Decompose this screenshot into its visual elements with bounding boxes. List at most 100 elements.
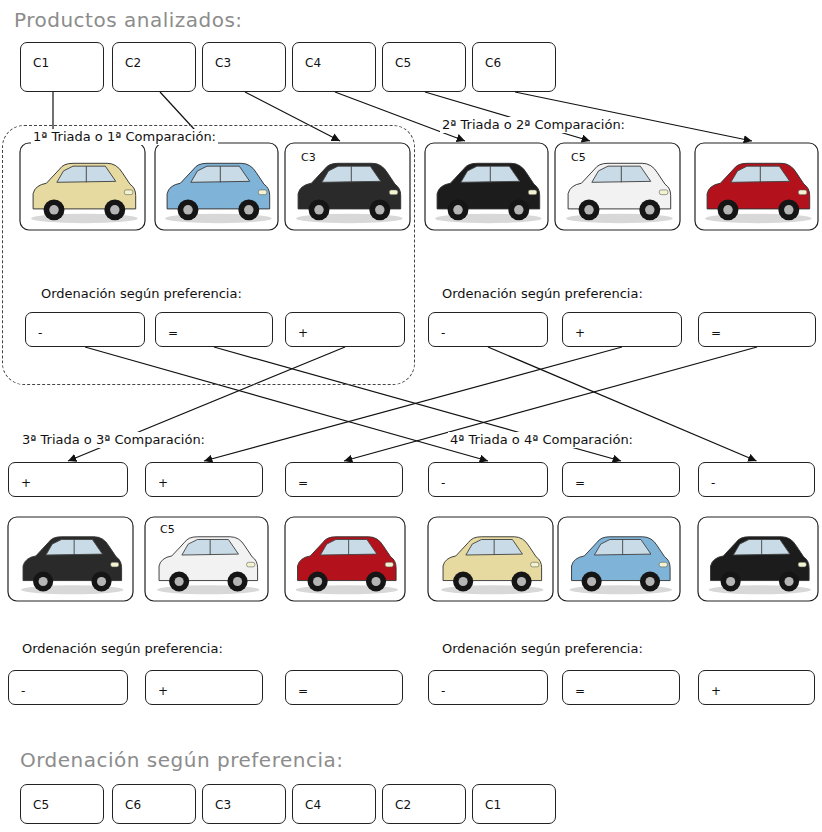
car-illustration	[31, 163, 137, 223]
photo-frame	[285, 517, 405, 601]
ordering-caption: Ordenación según preferencia:	[440, 641, 645, 657]
preference-box: -	[428, 312, 548, 347]
box-label: C1	[485, 798, 501, 812]
product-box: C6	[472, 42, 556, 92]
page-title: Productos analizados:	[12, 8, 245, 32]
preference-box: -	[8, 670, 128, 705]
car-illustration	[296, 537, 398, 594]
preference-box: +	[285, 312, 405, 347]
preference-box: -	[698, 462, 815, 497]
box-label: C1	[33, 56, 49, 70]
box-label: -	[38, 326, 42, 340]
ordering-caption: Ordenación según preferencia:	[440, 286, 645, 302]
car-illustration	[435, 163, 541, 223]
ranking-box: C2	[382, 784, 466, 824]
photo-frame	[285, 143, 410, 230]
photo-tag: C3	[299, 151, 318, 164]
preference-box: -	[25, 312, 145, 347]
box-label: =	[575, 476, 585, 490]
box-label: C6	[485, 56, 501, 70]
ranking-box: C1	[472, 784, 556, 824]
preference-box: =	[155, 312, 273, 347]
box-label: C3	[215, 56, 231, 70]
preference-box: =	[698, 312, 816, 347]
preference-box: -	[428, 462, 548, 497]
photo-frame	[695, 143, 818, 230]
triad-heading: 4ª Triada o 4ª Comparación:	[448, 432, 635, 448]
box-label: +	[158, 476, 168, 490]
ranking-box: C4	[292, 784, 376, 824]
photo-frame	[425, 143, 548, 230]
box-label: C4	[305, 798, 321, 812]
box-label: =	[575, 684, 585, 698]
section-heading: Ordenación según preferencia:	[18, 748, 345, 772]
car-illustration	[296, 163, 402, 223]
box-label: C4	[305, 56, 321, 70]
photo-tag: C5	[569, 151, 588, 164]
photo-frame	[428, 517, 553, 601]
car-illustration	[705, 163, 811, 223]
car-photos-row2	[8, 517, 818, 601]
car-illustration	[441, 537, 543, 594]
product-box: C1	[20, 42, 104, 92]
box-label: -	[711, 476, 715, 490]
preference-box: +	[145, 462, 263, 497]
box-label: =	[298, 684, 308, 698]
ordering-caption: Ordenación según preferencia:	[39, 286, 244, 302]
box-label: +	[711, 684, 721, 698]
triad-heading: 3ª Triada o 3ª Comparación:	[20, 432, 207, 448]
photo-frame	[20, 143, 145, 230]
preference-box: +	[698, 670, 815, 705]
box-label: =	[711, 326, 721, 340]
ranking-box: C3	[202, 784, 286, 824]
box-label: C2	[395, 798, 411, 812]
box-label: +	[298, 326, 308, 340]
box-label: -	[21, 684, 25, 698]
box-label: C6	[125, 798, 141, 812]
product-box: C3	[202, 42, 286, 92]
preference-box: =	[285, 670, 403, 705]
product-box: C4	[292, 42, 376, 92]
photo-frame	[8, 517, 133, 601]
product-box: C5	[382, 42, 466, 92]
box-label: C5	[33, 798, 49, 812]
preference-box: -	[428, 670, 548, 705]
car-photos-row1	[20, 143, 818, 230]
preference-box: =	[285, 462, 403, 497]
car-illustration	[570, 537, 672, 594]
photo-frame	[698, 517, 818, 601]
preference-box: +	[145, 670, 263, 705]
box-label: =	[298, 476, 308, 490]
car-illustration	[21, 537, 123, 594]
product-box: C2	[112, 42, 196, 92]
preference-arrow	[344, 347, 757, 461]
car-illustration	[709, 537, 811, 594]
triad-heading: 1ª Triada o 1ª Comparación:	[31, 129, 218, 145]
car-illustration	[165, 163, 271, 223]
box-label: -	[441, 684, 445, 698]
photo-frame	[145, 517, 268, 601]
box-label: +	[575, 326, 585, 340]
box-label: =	[168, 326, 178, 340]
triad-heading: 2ª Triada o 2ª Comparación:	[440, 117, 627, 133]
car-illustration	[566, 163, 672, 223]
preference-box: =	[562, 670, 680, 705]
triad-region: 1ª Triada o 1ª Comparación: Ordenación se…	[2, 125, 415, 385]
ranking-box: C5	[20, 784, 104, 824]
box-label: C2	[125, 56, 141, 70]
photo-tag: C5	[158, 523, 177, 536]
leader-arrow	[245, 92, 340, 141]
box-label: +	[21, 476, 31, 490]
ranking-box: C6	[112, 784, 196, 824]
box-label: +	[158, 684, 168, 698]
photo-frame	[155, 143, 278, 230]
preference-box: +	[562, 312, 682, 347]
preference-box: =	[562, 462, 680, 497]
box-label: -	[441, 326, 445, 340]
box-label: -	[441, 476, 445, 490]
photo-frame	[555, 143, 680, 230]
box-label: C3	[215, 798, 231, 812]
box-label: C5	[395, 56, 411, 70]
preference-box: +	[8, 462, 128, 497]
